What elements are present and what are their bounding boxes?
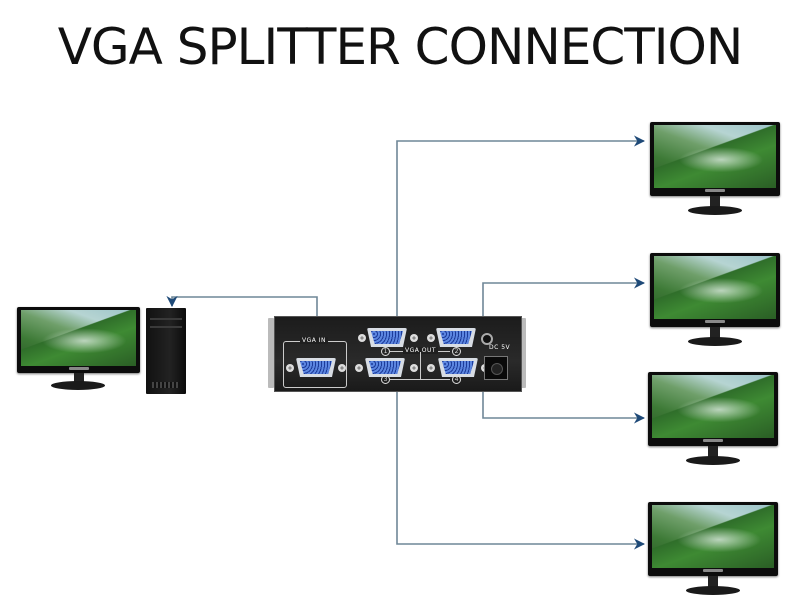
screw-icon — [358, 334, 366, 342]
vga-out-port-4 — [438, 358, 478, 377]
monitor-base — [688, 337, 742, 346]
output-monitor-4 — [648, 502, 778, 597]
drive-bay — [150, 326, 182, 328]
screw-icon — [427, 364, 435, 372]
dc-power-label: DC 5V — [489, 344, 511, 351]
monitor-screen — [21, 310, 136, 366]
vga-out-label: VGA OUT — [403, 347, 439, 354]
monitor-screen — [654, 125, 776, 188]
monitor-neck — [710, 196, 720, 208]
monitor-screen — [654, 256, 776, 319]
monitor-neck — [710, 327, 720, 339]
monitor-brand-logo — [703, 569, 723, 572]
splitter-mount-left — [268, 318, 274, 388]
monitor-base — [686, 586, 740, 595]
screw-icon — [427, 334, 435, 342]
monitor-neck — [708, 576, 718, 588]
label-rule — [420, 352, 421, 379]
monitor-base — [51, 381, 105, 390]
source-monitor — [17, 307, 140, 402]
line-splitter-to-computer — [166, 295, 318, 316]
line-output-to-monitor-4 — [396, 390, 646, 550]
screw-icon — [410, 334, 418, 342]
monitor-brand-logo — [705, 189, 725, 192]
tower-vent — [152, 382, 180, 388]
port-number-1: 1 — [381, 347, 390, 356]
computer-tower — [146, 308, 186, 394]
monitor-neck — [708, 446, 718, 458]
port-number-3: 3 — [381, 375, 390, 384]
line-output-to-monitor-3 — [482, 390, 646, 424]
output-monitor-1 — [650, 122, 780, 217]
line-output-to-monitor-2 — [482, 277, 646, 316]
port-number-2: 2 — [452, 347, 461, 356]
output-monitor-3 — [648, 372, 778, 467]
monitor-neck — [74, 373, 84, 383]
output-monitor-2 — [650, 253, 780, 348]
label-rule — [390, 379, 450, 380]
diagram-title: VGA SPLITTER CONNECTION — [57, 18, 744, 76]
vga-in-label: VGA IN — [300, 337, 329, 344]
screw-icon — [355, 364, 363, 372]
splitter-mount-right — [520, 318, 526, 388]
screw-icon — [338, 364, 346, 372]
monitor-brand-logo — [69, 367, 89, 370]
monitor-base — [686, 456, 740, 465]
vga-out-port-3 — [365, 358, 405, 377]
vga-out-port-1 — [367, 328, 407, 347]
line-output-to-monitor-1 — [396, 135, 646, 316]
monitor-screen — [652, 505, 774, 568]
port-number-4: 4 — [452, 375, 461, 384]
screw-icon — [410, 364, 418, 372]
vga-out-port-2 — [436, 328, 476, 347]
monitor-brand-logo — [705, 320, 725, 323]
drive-bay — [150, 318, 182, 320]
vga-in-port — [296, 358, 336, 377]
monitor-screen — [652, 375, 774, 438]
monitor-base — [688, 206, 742, 215]
screw-icon — [286, 364, 294, 372]
audio-jack — [481, 333, 493, 345]
monitor-brand-logo — [703, 439, 723, 442]
dc-power-jack — [484, 356, 508, 380]
